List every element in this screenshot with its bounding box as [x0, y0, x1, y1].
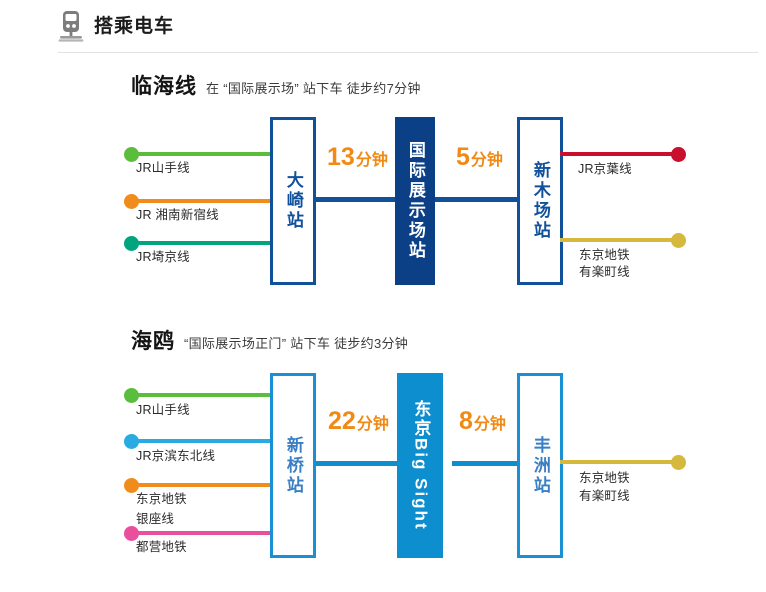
train-icon [58, 10, 84, 42]
station-shin-kiba[interactable]: 新木场站 [517, 117, 563, 285]
section-title-rinkai: 临海线 在 “国际展示场” 站下车 徒步约7分钟 [131, 70, 421, 100]
travel-time-unit: 分钟 [356, 416, 389, 433]
rail-tokyo-metro-yurakucho-2 [560, 460, 678, 464]
station-label-shin-kiba: 新木场站 [530, 161, 550, 241]
rail-label-tokyo-metro-yurakucho-2-line2: 有楽町线 [579, 489, 630, 503]
station-label-shimbashi: 新桥站 [283, 435, 303, 496]
travel-time-value: 13 [327, 143, 355, 171]
rail-jr-yamanote [131, 152, 273, 156]
station-label-kokusai-tenjijo: 国际展示场站 [405, 141, 425, 261]
line-description: 在 “国际展示场” 站下车 徒步约7分钟 [206, 81, 421, 96]
station-osaki[interactable]: 大崎站 [270, 117, 316, 285]
rail-label-toei-subway: 都营地铁 [136, 540, 187, 554]
page-title: 搭乘电车 [94, 15, 175, 37]
page-header: 搭乘电车 [58, 10, 174, 42]
connector-bigsight-toyosu [452, 461, 520, 466]
travel-time-unit: 分钟 [355, 152, 388, 169]
rail-label-jr-keihin-tohoku: JR京滨东北线 [136, 449, 216, 463]
station-kokusai-tenjijo[interactable]: 国际展示场站 [395, 117, 435, 285]
station-tokyo-big-sight[interactable]: 东京Big Sight [397, 373, 443, 558]
travel-time-kokusai-shinkiba: 5分钟 [456, 145, 503, 170]
rail-tokyo-metro-yurakucho-1 [560, 238, 678, 242]
station-label-tokyo-big-sight: 东京Big Sight [411, 400, 431, 531]
rail-label-jr-shonan-shinjuku: JR 湘南新宿线 [136, 208, 219, 222]
line-description: “国际展示场正门” 站下车 徒步约3分钟 [184, 336, 409, 351]
rail-label-jr-saikyo: JR埼京线 [136, 250, 190, 264]
rail-toei-subway [131, 531, 273, 535]
travel-time-unit: 分钟 [470, 152, 503, 169]
travel-time-unit: 分钟 [473, 416, 506, 433]
rail-label-jr-yamanote-2: JR山手线 [136, 403, 190, 417]
rail-label-jr-keiyo: JR京葉线 [578, 162, 632, 176]
rail-jr-saikyo [131, 241, 273, 245]
line-name: 临海线 [131, 75, 197, 98]
section-title-yurikamome: 海鸥 “国际展示场正门” 站下车 徒步约3分钟 [131, 325, 408, 355]
travel-time-bigsight-toyosu: 8分钟 [459, 409, 506, 434]
connector-shimbashi-bigsight [313, 461, 399, 466]
connector-osaki-kokusai [313, 197, 399, 202]
rail-jr-keihin-tohoku [131, 439, 273, 443]
rail-tokyo-metro-ginza [131, 483, 273, 487]
station-label-osaki: 大崎站 [283, 171, 303, 231]
rail-label-jr-yamanote: JR山手线 [136, 161, 190, 175]
rail-label-tokyo-metro-ginza: 东京地铁 [136, 492, 187, 506]
travel-time-shimbashi-bigsight: 22分钟 [328, 409, 389, 434]
rail-label-tokyo-metro-yurakucho-1-line2: 有楽町线 [579, 265, 630, 279]
station-shimbashi[interactable]: 新桥站 [270, 373, 316, 558]
connector-kokusai-shinkiba [432, 197, 520, 202]
travel-time-value: 22 [328, 407, 356, 435]
rail-label-tokyo-metro-yurakucho-1: 东京地铁 [579, 248, 630, 262]
header-divider [58, 52, 758, 53]
travel-time-value: 5 [456, 143, 470, 171]
rail-jr-yamanote-2 [131, 393, 273, 397]
rail-label-tokyo-metro-yurakucho-2: 东京地铁 [579, 471, 630, 485]
rail-jr-keiyo [560, 152, 678, 156]
travel-time-value: 8 [459, 407, 473, 435]
line-name: 海鸥 [131, 330, 175, 353]
station-label-toyosu: 丰洲站 [530, 435, 550, 496]
line-terminus-dot-tokyo-metro-yurakucho-2 [671, 455, 686, 470]
travel-time-osaki-kokusai: 13分钟 [327, 145, 388, 170]
route-diagram-rinkai: JR山手线 JR 湘南新宿线 JR埼京线 大崎站 国际展示场站 新木场站 JR京… [124, 117, 686, 285]
rail-label-tokyo-metro-ginza-line2: 银座线 [136, 512, 175, 526]
line-terminus-dot-jr-keiyo [671, 147, 686, 162]
station-toyosu[interactable]: 丰洲站 [517, 373, 563, 558]
rail-jr-shonan-shinjuku [131, 199, 273, 203]
line-terminus-dot-tokyo-metro-yurakucho-1 [671, 233, 686, 248]
